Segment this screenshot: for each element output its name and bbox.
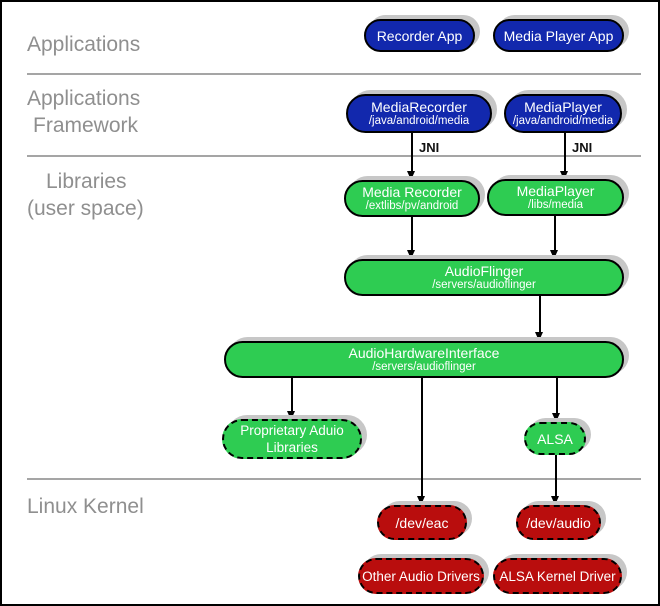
layer-label-framework-line1: Applications [27, 87, 141, 110]
node-recorder-app-title: Recorder App [376, 27, 463, 44]
connector-ahi-alsa-arrowhead [552, 413, 560, 422]
connector-audioflinger-ahi-arrowhead [535, 332, 543, 341]
divider-applications-framework [27, 73, 641, 75]
node-other-audio-drivers-title: Other Audio Drivers [362, 568, 480, 584]
node-media-recorder-lib: Media Recorder /extlibs/pv/android [344, 180, 480, 217]
node-alsa-kernel-driver: ALSA Kernel Driver [493, 558, 622, 594]
divider-libraries-kernel [27, 478, 641, 480]
connector-jni-right-line [564, 133, 566, 172]
node-alsa-kernel-driver-title: ALSA Kernel Driver [499, 568, 616, 584]
node-dev-audio: /dev/audio [516, 505, 601, 540]
node-audioflinger-path: /servers/audioflinger [432, 279, 536, 291]
node-recorder-app: Recorder App [364, 19, 475, 52]
jni-label-left: JNI [419, 140, 440, 155]
connector-ahi-deveac-line [421, 378, 423, 497]
layer-label-applications-framework: Applications Framework [27, 85, 140, 139]
connector-ahi-proprietary-line [291, 378, 293, 412]
connector-recorderlib-audioflinger-line [411, 217, 413, 251]
node-media-player-app: Media Player App [493, 19, 624, 52]
node-dev-audio-title: /dev/audio [526, 514, 591, 531]
node-audioflinger-title: AudioFlinger [444, 263, 524, 279]
node-dev-eac: /dev/eac [377, 505, 467, 540]
node-dev-eac-title: /dev/eac [395, 514, 449, 531]
connector-audioflinger-ahi-line [539, 296, 541, 333]
node-proprietary-audio-libraries-line2: Libraries [266, 440, 318, 455]
connector-ahi-deveac-arrowhead [417, 496, 425, 505]
node-proprietary-audio-libraries-line1: Proprietary Aduio [240, 423, 344, 438]
connector-jni-left-arrowhead [407, 171, 415, 180]
connector-ahi-alsa-line [556, 378, 558, 414]
node-mediaplayer-framework-title: MediaPlayer [524, 99, 602, 115]
connector-jni-left-line [411, 133, 413, 172]
connector-jni-right-arrowhead [560, 171, 568, 180]
node-mediaplayer-lib-title: MediaPlayer [516, 183, 595, 199]
node-alsa: ALSA [524, 422, 586, 455]
node-alsa-title: ALSA [537, 430, 573, 447]
layer-label-framework-line2: Framework [33, 114, 139, 137]
connector-alsa-devaudio-line [555, 455, 557, 497]
node-proprietary-audio-libraries: Proprietary Aduio Libraries [222, 419, 362, 459]
node-mediaplayer-framework: MediaPlayer /java/android/media [504, 94, 622, 133]
divider-framework-libraries [27, 155, 641, 157]
node-mediarecorder-framework-path: /java/android/media [368, 115, 470, 127]
layer-label-libraries: Libraries (user space) [27, 168, 144, 222]
node-audiohardwareinterface: AudioHardwareInterface /servers/audiofli… [224, 341, 624, 378]
node-media-player-app-title: Media Player App [503, 27, 614, 44]
node-audioflinger: AudioFlinger /servers/audioflinger [344, 259, 624, 296]
node-audiohardwareinterface-title: AudioHardwareInterface [348, 345, 500, 361]
node-mediarecorder-framework-title: MediaRecorder [371, 99, 467, 115]
layer-label-linux-kernel: Linux Kernel [27, 495, 144, 518]
node-mediaplayer-lib: MediaPlayer /libs/media [487, 179, 624, 216]
connector-alsa-devaudio-arrowhead [551, 496, 559, 505]
node-media-recorder-lib-title: Media Recorder [362, 184, 462, 200]
layer-label-applications: Applications [27, 33, 141, 56]
connector-playerlib-audioflinger-arrowhead [550, 250, 558, 259]
connector-recorderlib-audioflinger-arrowhead [407, 250, 415, 259]
node-mediarecorder-framework: MediaRecorder /java/android/media [346, 94, 492, 133]
node-other-audio-drivers: Other Audio Drivers [358, 558, 484, 594]
layer-label-libraries-line1: Libraries [46, 170, 127, 193]
connector-playerlib-audioflinger-line [554, 216, 556, 251]
node-mediaplayer-lib-path: /libs/media [528, 199, 583, 211]
node-media-recorder-lib-path: /extlibs/pv/android [365, 200, 459, 212]
connector-ahi-proprietary-arrowhead [287, 411, 295, 420]
node-audiohardwareinterface-path: /servers/audioflinger [372, 361, 476, 373]
node-mediaplayer-framework-path: /java/android/media [512, 115, 614, 127]
layer-label-libraries-line2: (user space) [27, 197, 144, 220]
jni-label-right: JNI [572, 140, 593, 155]
